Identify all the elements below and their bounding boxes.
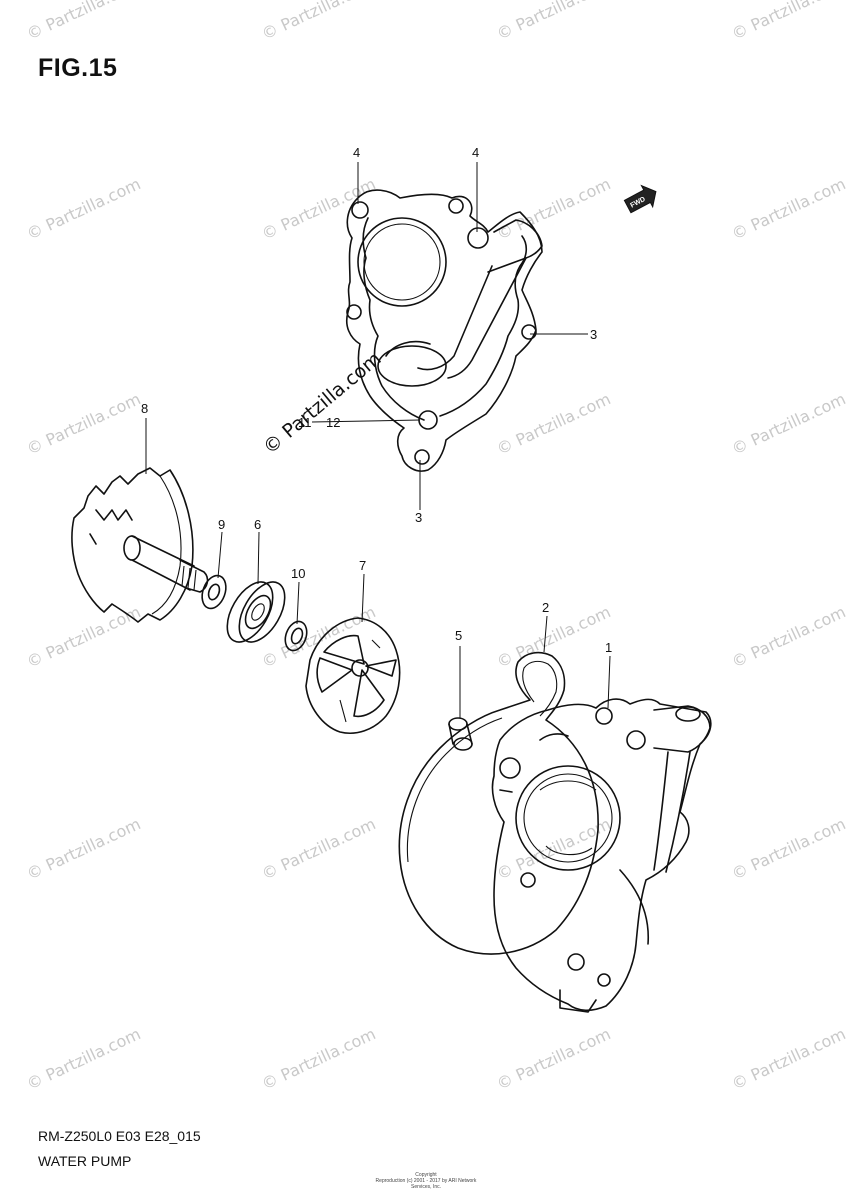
watermark: © Partzilla.com — [729, 174, 847, 243]
watermark: © Partzilla.com — [24, 814, 144, 883]
impeller-7 — [305, 617, 401, 734]
watermark: © Partzilla.com — [24, 0, 144, 44]
pump-cover — [345, 189, 543, 472]
copyright-line: Reproduction (c) 2001 - 2017 by ARI Netw… — [375, 1178, 477, 1190]
callout-3: 3 — [415, 510, 422, 525]
model-code: RM-Z250L0 E03 E28_015 — [38, 1128, 201, 1144]
o-ring-2 — [398, 651, 599, 955]
callout-1: 1 — [605, 640, 612, 655]
callout-12: 12 — [326, 415, 340, 430]
watermark: © Partzilla.com — [729, 814, 847, 883]
seal-10 — [284, 620, 308, 652]
callout-7: 7 — [359, 558, 366, 573]
watermark: © Partzilla.com — [24, 1024, 144, 1093]
watermark: © Partzilla.com — [259, 0, 379, 44]
watermark: © Partzilla.com — [494, 389, 614, 458]
pump-case — [491, 698, 712, 1013]
callout-8: 8 — [141, 401, 148, 416]
copyright-line: Copyright — [415, 1172, 437, 1178]
leader-lines — [145, 162, 611, 718]
watermark-layer: © Partzilla.com © Partzilla.com © Partzi… — [24, 0, 847, 1094]
overlay-watermark: © Partzilla.com — [259, 348, 385, 459]
section-name: WATER PUMP — [38, 1153, 132, 1169]
watermark: © Partzilla.com — [729, 1024, 847, 1093]
watermark: © Partzilla.com — [494, 602, 614, 671]
bearing-6 — [226, 581, 286, 643]
watermark: © Partzilla.com — [494, 0, 614, 44]
dowel-pin-5 — [448, 717, 473, 751]
callout-3: 3 — [590, 327, 597, 342]
copyright-notice: Copyright Reproduction (c) 2001 - 2017 b… — [366, 1172, 486, 1190]
callout-6: 6 — [254, 517, 261, 532]
callout-4: 4 — [472, 145, 479, 160]
callout-11: 11 — [298, 415, 312, 430]
callout-5: 5 — [455, 628, 462, 643]
drive-gear — [71, 467, 209, 623]
watermark: © Partzilla.com — [259, 814, 379, 883]
watermark: © Partzilla.com — [24, 174, 144, 243]
washer-9 — [201, 574, 227, 610]
watermark: © Partzilla.com — [259, 1024, 379, 1093]
fwd-arrow-icon: FWD — [623, 184, 657, 214]
callout-2: 2 — [542, 600, 549, 615]
callout-9: 9 — [218, 517, 225, 532]
watermark: © Partzilla.com — [494, 1024, 614, 1093]
watermark: © Partzilla.com — [729, 602, 847, 671]
figure-title: FIG.15 — [38, 54, 118, 82]
watermark: © Partzilla.com — [494, 174, 614, 243]
watermark: © Partzilla.com — [729, 0, 847, 44]
watermark: © Partzilla.com — [24, 389, 144, 458]
callout-4: 4 — [353, 145, 360, 160]
callout-10: 10 — [291, 566, 305, 581]
watermark: © Partzilla.com — [259, 174, 379, 243]
watermark: © Partzilla.com — [729, 389, 847, 458]
callout-labels: 4 4 3 11 12 3 8 9 6 10 7 2 5 1 — [141, 145, 612, 655]
